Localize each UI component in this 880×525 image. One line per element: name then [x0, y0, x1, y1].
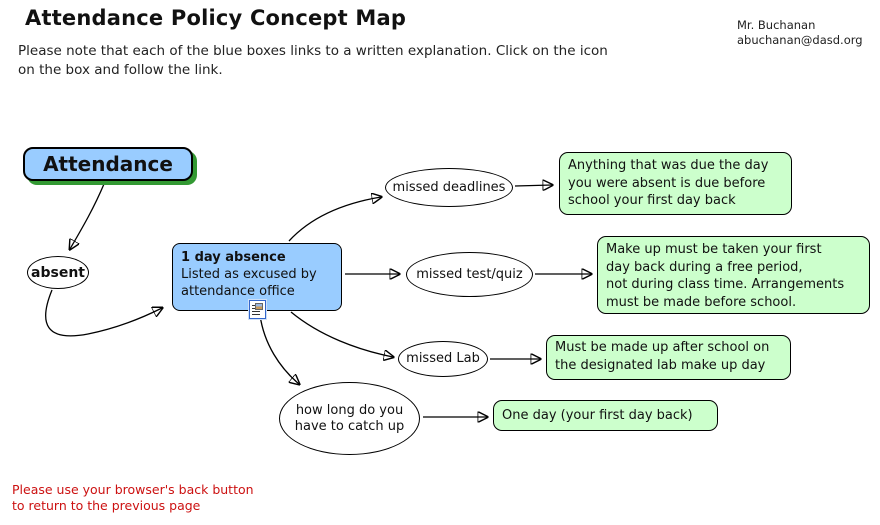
- back-note-line-1: Please use your browser's back button: [12, 482, 254, 497]
- page-subtitle: Please note that each of the blue boxes …: [18, 42, 608, 80]
- answer-test-line-1: Make up must be taken your first: [606, 242, 822, 257]
- missed-deadlines-label: missed deadlines: [392, 179, 506, 195]
- how-long-label: how long do you have to catch up: [295, 403, 404, 435]
- node-missed-lab: missed Lab: [398, 341, 488, 377]
- node-absent: absent: [27, 256, 89, 289]
- answer-deadlines-line-3: school your first day back: [568, 193, 736, 208]
- link-deadlines-to-answer: [514, 185, 552, 186]
- link-one-day-to-how-long: [259, 314, 299, 384]
- answer-missed-lab: Must be made up after school on the desi…: [546, 335, 791, 380]
- node-attendance-label: Attendance: [43, 152, 173, 176]
- back-note-line-2: to return to the previous page: [12, 498, 201, 513]
- one-day-absence-line-2: Listed as excused by: [181, 267, 317, 282]
- resource-icon-text-lines: [252, 305, 260, 317]
- how-long-line-2: have to catch up: [294, 418, 405, 434]
- missed-lab-label: missed Lab: [406, 351, 480, 366]
- answer-lab-line-1: Must be made up after school on: [555, 340, 770, 355]
- node-missed-deadlines: missed deadlines: [385, 168, 513, 207]
- node-missed-test-quiz: missed test/quiz: [406, 252, 533, 297]
- author-email: abuchanan@dasd.org: [737, 33, 863, 47]
- link-attendance-to-absent: [70, 183, 105, 249]
- how-long-line-1: how long do you: [295, 402, 404, 418]
- answer-deadlines-line-1: Anything that was due the day: [568, 158, 769, 173]
- answer-lab-line-2: the designated lab make up day: [555, 357, 766, 373]
- answer-test-line-2: day back during a free period,: [606, 259, 803, 275]
- author-name: Mr. Buchanan: [737, 18, 816, 32]
- page-title: Attendance Policy Concept Map: [25, 6, 407, 30]
- resource-link-icon[interactable]: [249, 300, 266, 319]
- browser-back-note: Please use your browser's back button to…: [12, 482, 254, 514]
- answer-deadlines-line-2: you were absent is due before: [568, 175, 766, 191]
- node-attendance: Attendance: [23, 147, 193, 181]
- one-day-absence-title: 1 day absence: [181, 250, 286, 265]
- link-one-day-to-missed-deadlines: [288, 197, 381, 242]
- answer-missed-test-quiz: Make up must be taken your first day bac…: [597, 236, 870, 314]
- answer-missed-deadlines: Anything that was due the day you were a…: [559, 152, 792, 215]
- answer-test-line-3: not during class time. Arrangements: [606, 277, 845, 292]
- link-absent-to-one-day: [45, 289, 162, 337]
- author-block: Mr. Buchanan abuchanan@dasd.org: [737, 18, 863, 48]
- resource-icon-thumbnail: [255, 303, 263, 310]
- subtitle-line-1: Please note that each of the blue boxes …: [18, 43, 608, 59]
- one-day-absence-line-3: attendance office: [181, 284, 295, 299]
- node-absent-label: absent: [31, 264, 85, 281]
- answer-how-long-line-1: One day (your first day back): [502, 407, 693, 423]
- missed-test-quiz-label: missed test/quiz: [416, 266, 523, 282]
- answer-how-long: One day (your first day back): [493, 400, 718, 431]
- link-one-day-to-missed-lab: [290, 311, 393, 357]
- node-how-long-catch-up: how long do you have to catch up: [279, 382, 420, 455]
- answer-test-line-4: must be made before school.: [606, 294, 797, 310]
- subtitle-line-2: on the box and follow the link.: [18, 62, 223, 78]
